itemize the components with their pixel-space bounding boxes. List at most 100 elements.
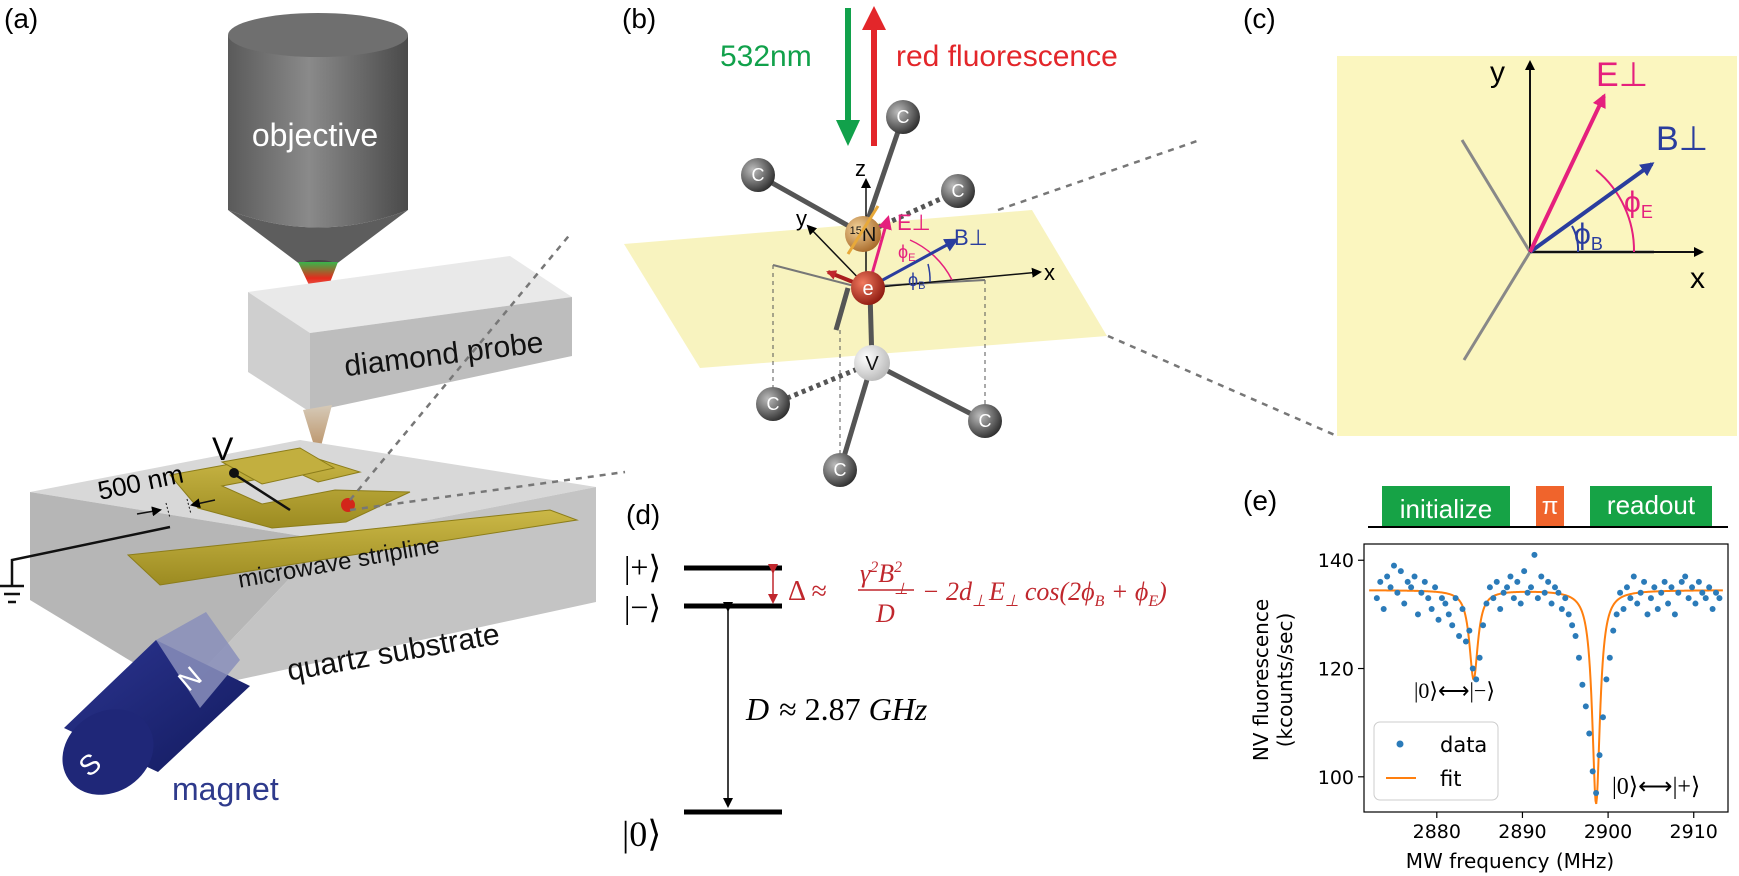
data-point (1647, 595, 1654, 602)
data-point (1380, 605, 1387, 612)
b-y-label: y (796, 206, 807, 231)
data-point (1514, 578, 1521, 585)
data-point (1569, 622, 1576, 629)
data-point (1534, 595, 1541, 602)
level-zero-label: |0⟩ (622, 814, 661, 854)
voltage-terminal (229, 468, 239, 478)
data-point (1654, 605, 1661, 612)
magnet-label: magnet (172, 771, 279, 807)
data-point (1644, 611, 1651, 618)
svg-text:C: C (952, 181, 965, 201)
data-point (1545, 578, 1552, 585)
data-point (1668, 584, 1675, 591)
c-b-vector (1528, 162, 1655, 254)
splitting-formula: Δ ≈ γ2B2⊥ D − 2d⊥E⊥cos(2ϕB + ϕE) (788, 559, 1167, 628)
legend-data-marker (1396, 740, 1404, 748)
data-point (1541, 589, 1548, 596)
data-point (1504, 584, 1511, 591)
laser-label: 532nm (720, 40, 812, 73)
c-b-label: B⊥ (1656, 120, 1708, 158)
y-axis-label-line2: (kcounts/sec) (1273, 613, 1297, 748)
c-x-label: x (1690, 262, 1705, 295)
data-point (1702, 595, 1709, 602)
voltage-label: V (212, 431, 234, 467)
data-point (1387, 584, 1394, 591)
panel-c: (c) x y E⊥ B⊥ ϕB ϕE (1243, 3, 1737, 436)
data-point (1713, 589, 1720, 596)
data-point (1613, 611, 1620, 618)
x-tick-label: 2890 (1498, 821, 1546, 843)
data-point (1432, 584, 1439, 591)
y-axis-label-line1: NV fluorescence (1249, 599, 1273, 761)
data-point (1538, 573, 1545, 580)
data-point (1620, 605, 1627, 612)
data-point (1695, 578, 1702, 585)
nv-spot (341, 498, 355, 512)
data-point (1418, 589, 1425, 596)
c-y-label: y (1490, 56, 1505, 89)
pulse-pi-label: π (1542, 493, 1559, 520)
data-point (1558, 605, 1565, 612)
x-tick-label: 2900 (1584, 821, 1632, 843)
legend-data-label: data (1440, 733, 1487, 757)
c-phi-e-label: ϕE (1624, 186, 1653, 222)
data-point (1551, 584, 1558, 591)
panel-b: (b) 532nm red fluorescence (622, 3, 1338, 487)
data-point (1709, 605, 1716, 612)
svg-text:C: C (767, 394, 780, 414)
data-point (1630, 573, 1637, 580)
data-point (1493, 578, 1500, 585)
legend: data fit (1373, 721, 1499, 801)
data-point (1606, 654, 1613, 661)
data-point (1435, 616, 1442, 623)
fluorescence-arrowhead (862, 6, 886, 30)
level-minus-label: |−⟩ (624, 589, 661, 625)
data-point (1565, 611, 1572, 618)
formula-rest: − 2d⊥E⊥cos(2ϕB + ϕE) (922, 577, 1167, 610)
data-point (1675, 589, 1682, 596)
data-point (1449, 622, 1456, 629)
c-bond-upper (1460, 139, 1532, 253)
data-point (1641, 578, 1648, 585)
data-point (1572, 633, 1579, 640)
data-point (1473, 676, 1480, 683)
pulse-initialize (1382, 486, 1510, 526)
data-point (1562, 595, 1569, 602)
data-point (1425, 595, 1432, 602)
data-point (1497, 605, 1504, 612)
annotation-minus: |0⟩⟷|−⟩ (1414, 678, 1495, 703)
b-phi-e-arc (909, 239, 953, 281)
data-point (1408, 584, 1415, 591)
data-point (1486, 584, 1493, 591)
data-point (1586, 730, 1593, 737)
data-point (1682, 573, 1689, 580)
nuclear-spin (846, 205, 880, 255)
plot-frame (1363, 543, 1729, 813)
data-point (1404, 578, 1411, 585)
pulse-initialize-label: initialize (1400, 494, 1493, 524)
data-point (1521, 568, 1528, 575)
data-point (1373, 595, 1380, 602)
data-point (1685, 595, 1692, 602)
y-tick-label: 120 (1318, 659, 1354, 681)
data-point (1394, 589, 1401, 596)
data-point (1706, 584, 1713, 591)
data-point (1421, 578, 1428, 585)
x-tick-label: 2880 (1413, 821, 1461, 843)
data-point (1531, 551, 1538, 558)
electron-label: e (862, 278, 873, 300)
b-phi-b-arc (927, 263, 931, 283)
svg-text:C: C (897, 107, 910, 127)
projection-lines (772, 265, 986, 470)
c-e-vector (1528, 93, 1606, 253)
formula-numerator: γ2B2⊥ (860, 559, 908, 598)
vacancy-site (854, 345, 890, 381)
data-point (1651, 584, 1658, 591)
data-point (1699, 589, 1706, 596)
data-point (1599, 714, 1606, 721)
panel-c-label: (c) (1243, 3, 1276, 34)
